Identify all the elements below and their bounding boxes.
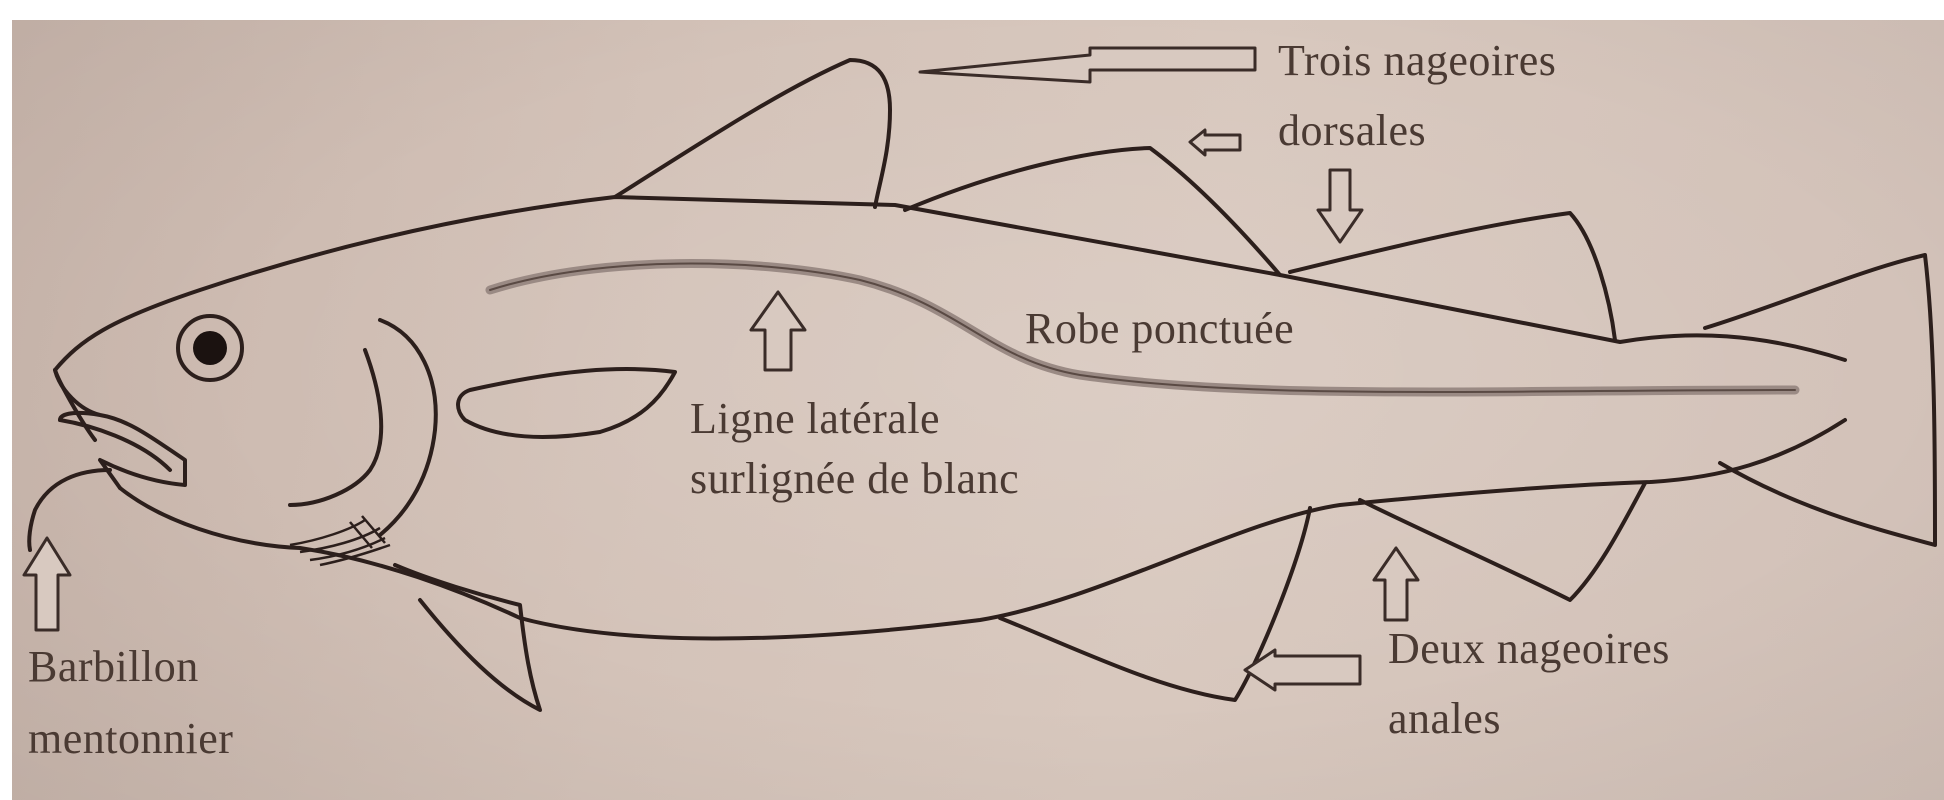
- anal-pointer-arrow-left: [1245, 650, 1360, 690]
- fish-mouth: [55, 370, 185, 488]
- barbel: [29, 470, 110, 550]
- fish-jaw: [60, 420, 170, 470]
- label-barbel-line2: mentonnier: [28, 712, 233, 766]
- lateral-line-pointer-arrow: [751, 292, 805, 370]
- fish-eye: [178, 316, 242, 380]
- caudal-fin: [1705, 255, 1935, 545]
- label-anal-fins-line1: Deux nageoires: [1388, 622, 1670, 676]
- gill-arc-inner: [290, 350, 381, 505]
- label-lateral-line-line2: surlignée de blanc: [690, 452, 1019, 506]
- label-barbel-line1: Barbillon: [28, 640, 199, 694]
- barbel-pointer-arrow: [24, 538, 70, 630]
- dorsal-fin-1: [615, 60, 890, 207]
- dorsal-pointer-arrow-down: [1318, 170, 1362, 242]
- anal-pointer-arrow-up: [1374, 548, 1418, 620]
- label-dorsal-fins-line2: dorsales: [1278, 104, 1426, 158]
- dorsal-pointer-arrow-long: [920, 48, 1255, 82]
- dorsal-pointer-arrow-short: [1190, 130, 1240, 155]
- label-lateral-line-line1: Ligne latérale: [690, 392, 940, 446]
- label-anal-fins-line2: anales: [1388, 692, 1501, 746]
- pectoral-fin: [458, 369, 675, 437]
- gill-arc-outer: [380, 320, 436, 535]
- dorsal-fin-2: [905, 148, 1280, 275]
- gill-fringe: [290, 516, 390, 565]
- pelvic-fin: [395, 565, 540, 710]
- label-dorsal-fins-line1: Trois nageoires: [1278, 34, 1556, 88]
- label-spotted-coat: Robe ponctuée: [1025, 302, 1294, 356]
